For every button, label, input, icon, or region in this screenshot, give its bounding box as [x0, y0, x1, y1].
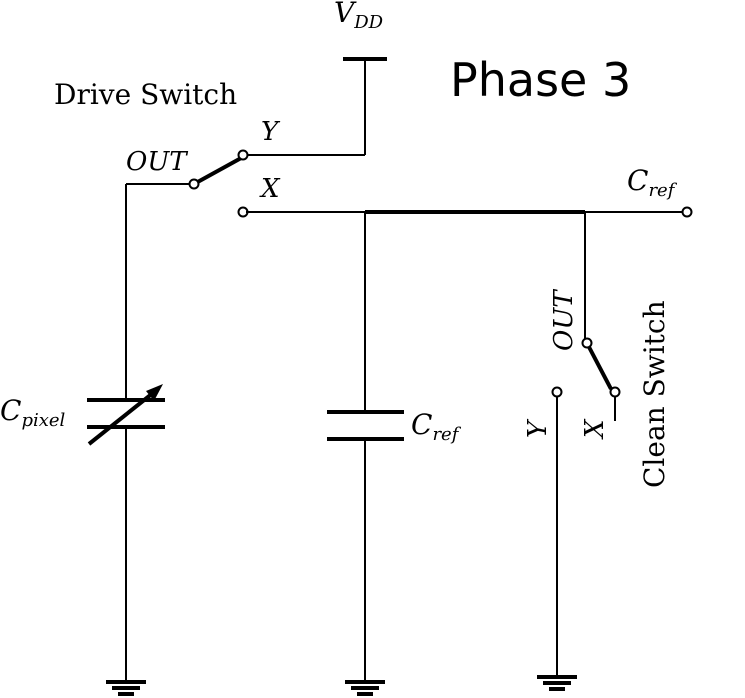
cref-node-terminal — [681, 206, 693, 218]
clean-switch-out-label: OUT — [549, 289, 579, 351]
cref-node-label: Cref — [627, 164, 678, 201]
clean-switch-label: Clean Switch — [638, 300, 671, 488]
cpixel-variable-arrow-head — [146, 384, 163, 401]
drive-switch-out-label: OUT — [126, 147, 188, 177]
drive-switch-out-terminal — [188, 178, 200, 190]
cpixel-label: Cpixel — [0, 394, 66, 431]
cpixel-variable-arrow-shaft — [87, 387, 160, 446]
clean-switch-x-label: X — [580, 418, 610, 440]
clean-switch-y-label: Y — [523, 418, 553, 438]
drive-switch-y-terminal — [237, 149, 249, 161]
cref-cap-label: Cref — [411, 408, 462, 445]
phase-title: Phase 3 — [450, 53, 631, 107]
drive-switch-label: Drive Switch — [54, 78, 237, 111]
drive-switch-blade — [193, 155, 244, 186]
ground-symbol-right — [537, 675, 577, 691]
drive-switch-y-label: Y — [261, 117, 281, 147]
ground-symbol-left — [106, 680, 146, 696]
clean-switch-x-terminal — [609, 386, 621, 398]
clean-switch-out-terminal — [581, 337, 593, 349]
ground-symbol-middle — [345, 680, 385, 696]
drive-switch-x-label: X — [259, 174, 281, 204]
clean-switch-y-terminal — [551, 386, 563, 398]
clean-switch-blade — [587, 346, 613, 390]
vdd-label: VDD — [334, 0, 384, 33]
